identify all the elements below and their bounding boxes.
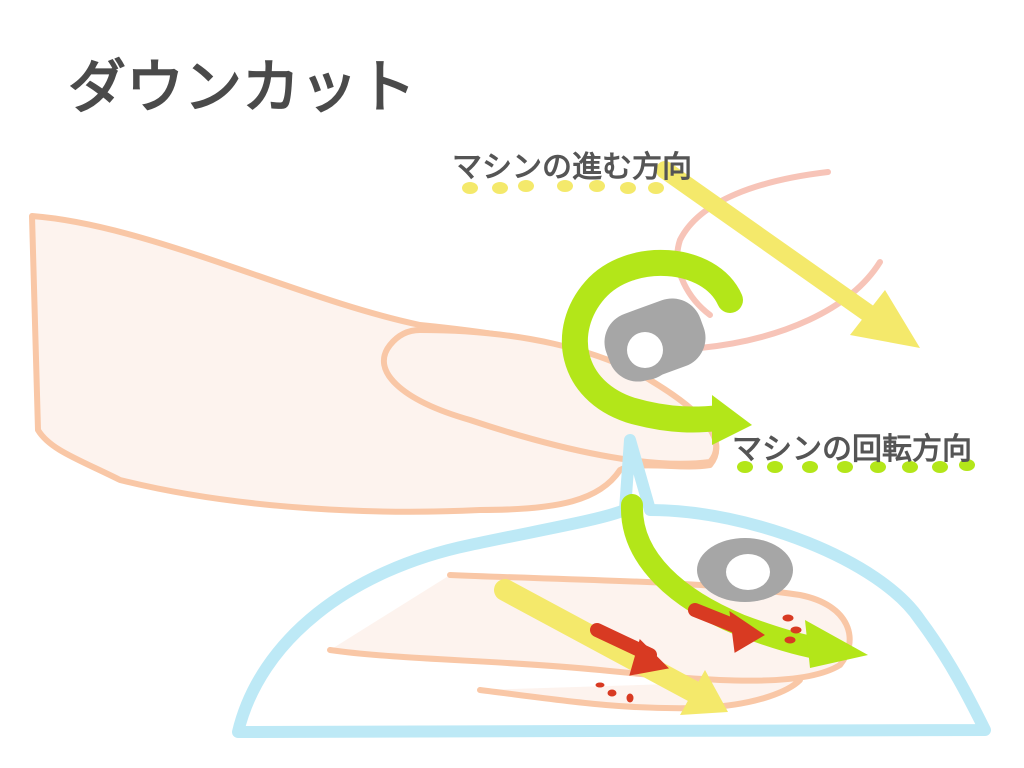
rotation-direction-label: マシンの回転方向 — [732, 432, 972, 467]
rotation-arrow — [561, 249, 743, 433]
page-title: ダウンカット — [68, 53, 417, 121]
bit-closeup — [697, 538, 793, 602]
bit-top — [604, 298, 706, 382]
feed-direction-arrow — [656, 161, 894, 334]
magnify-outline — [232, 434, 991, 738]
feed-arrow-closeup — [494, 579, 711, 706]
fingernail — [381, 326, 720, 467]
feed-direction-label: マシンの進む方向 — [452, 150, 692, 185]
feed-dots — [462, 180, 664, 194]
rotation-dots — [737, 459, 975, 473]
feed-arrowhead-closeup — [680, 670, 728, 715]
rotation-arrowhead-closeup — [805, 620, 868, 668]
rotation-arrowhead — [712, 395, 752, 445]
debris-arrows — [590, 603, 802, 703]
fingertip-outline — [674, 169, 883, 351]
feed-arrowhead — [850, 290, 920, 348]
